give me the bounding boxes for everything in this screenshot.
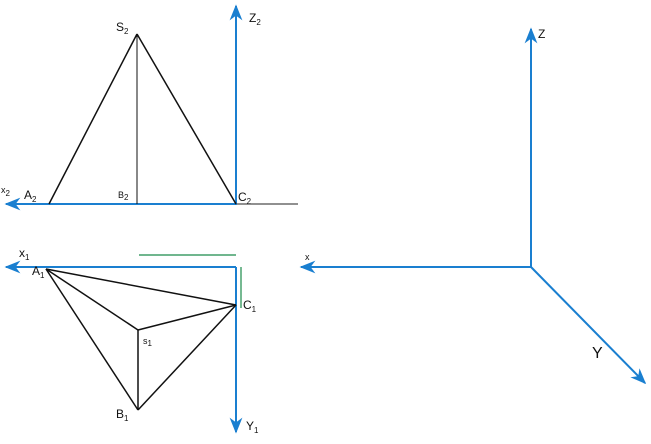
label-c1: C1	[243, 298, 257, 314]
label-b2: B2	[118, 190, 129, 202]
label-c2: C2	[238, 190, 252, 206]
label-x1: x1	[19, 246, 30, 262]
label-z: Z	[538, 27, 545, 41]
top-view: x1 A1 C1 s1 B1 Y1	[4, 246, 259, 435]
label-x2: x2	[1, 185, 11, 198]
label-z2: Z2	[249, 11, 261, 27]
axonometric-axes: Z x Y	[299, 27, 647, 385]
label-y1: Y1	[246, 419, 259, 435]
edge-s2-c2	[136, 33, 237, 205]
edge-a1-b1	[45, 268, 139, 411]
label-s1: s1	[143, 336, 153, 348]
label-y: Y	[592, 345, 603, 362]
y-axis	[530, 266, 647, 385]
label-a1: A1	[32, 264, 45, 280]
edge-b1-c1	[137, 304, 237, 411]
label-a2: A2	[24, 188, 37, 204]
front-view: S2 Z2 x2 A2 B2 C2	[1, 4, 298, 211]
label-x: x	[305, 252, 310, 262]
edge-a1-s1	[45, 268, 139, 331]
label-b1: B1	[116, 407, 129, 423]
edge-s1-c1	[137, 304, 237, 331]
edge-a2-s2	[48, 33, 138, 205]
edge-a1-c1	[45, 268, 237, 306]
label-s2: S2	[116, 20, 129, 36]
